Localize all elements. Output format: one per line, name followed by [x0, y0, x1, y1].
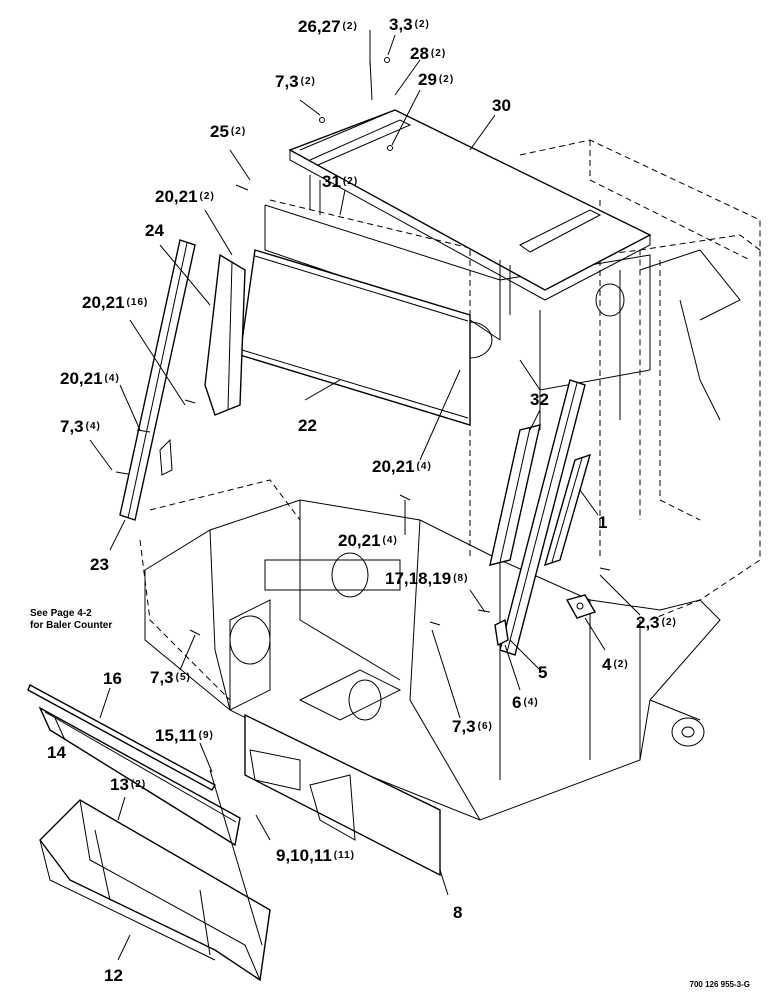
- callout-20-21-b: 20,21(16): [82, 293, 149, 312]
- side-shield-part-24: [204, 253, 246, 416]
- baler-body: [144, 499, 721, 821]
- note-line-2: for Baler Counter: [30, 620, 113, 631]
- document-id: 700 126 955-3-G: [689, 980, 751, 989]
- side-shield-part-5: [499, 379, 586, 656]
- callout-7-3-mid: 7,3(5): [150, 668, 191, 687]
- bracket-part-4: [565, 594, 597, 619]
- callout-30: 30: [492, 96, 511, 115]
- bracket-part-6: [494, 618, 509, 647]
- side-shield-part-23: [119, 239, 196, 521]
- callout-24: 24: [145, 221, 164, 240]
- callout-8: 8: [453, 903, 463, 922]
- callout-15-11: 15,11(9): [155, 726, 214, 745]
- callout-9-10-11: 9,10,11(11): [276, 846, 356, 865]
- callout-3-3: 3,3(2): [389, 15, 430, 34]
- callout-7-3-right: 7,3(6): [452, 717, 493, 736]
- callout-1: 1: [598, 513, 608, 532]
- callout-22: 22: [298, 416, 317, 435]
- axle-end: [649, 699, 705, 747]
- side-shield-part-1: [543, 453, 592, 567]
- side-shield-part-32: [489, 424, 541, 566]
- callout-6: 6(4): [512, 693, 539, 712]
- top-cover-part-30: [288, 109, 652, 315]
- callout-25: 25(2): [210, 122, 247, 141]
- front-shield-part-8: [244, 713, 441, 877]
- bottom-shield-part-12: [39, 799, 271, 982]
- angle-strip-part-14: [38, 706, 241, 847]
- callout-leaders: [54, 30, 641, 961]
- callout-26-27: 26,27(2): [298, 17, 358, 36]
- callout-23: 23: [90, 555, 109, 574]
- callout-20-21-c: 20,21(4): [60, 369, 120, 388]
- callout-14: 14: [47, 743, 66, 762]
- callout-4: 4(2): [602, 655, 629, 674]
- callout-32: 32: [530, 390, 549, 409]
- callout-13: 13(2): [110, 775, 147, 794]
- baler-counter-note: See Page 4-2 for Baler Counter: [30, 608, 112, 632]
- callout-7-3-left: 7,3(4): [60, 417, 101, 436]
- callout-16: 16: [103, 669, 122, 688]
- callout-29: 29(2): [418, 70, 455, 89]
- rear-panel-part-22: [239, 249, 471, 426]
- callout-28: 28(2): [410, 44, 447, 63]
- callout-31: 31(2): [322, 172, 359, 191]
- callout-2-3: 2,3(2): [636, 613, 677, 632]
- bolt-part-15: [209, 769, 263, 946]
- callout-20-21-a: 20,21(2): [155, 187, 215, 206]
- callout-12: 12: [104, 966, 123, 985]
- callout-20-21-d: 20,21(4): [372, 457, 432, 476]
- callout-5: 5: [538, 663, 548, 682]
- angle-strip-part-16: [27, 684, 216, 791]
- callout-7-3-top: 7,3(2): [275, 72, 316, 91]
- note-line-1: See Page 4-2: [30, 608, 92, 619]
- callout-17-18-19: 17,18,19(8): [385, 569, 469, 588]
- callout-20-21-e: 20,21(4): [338, 531, 398, 550]
